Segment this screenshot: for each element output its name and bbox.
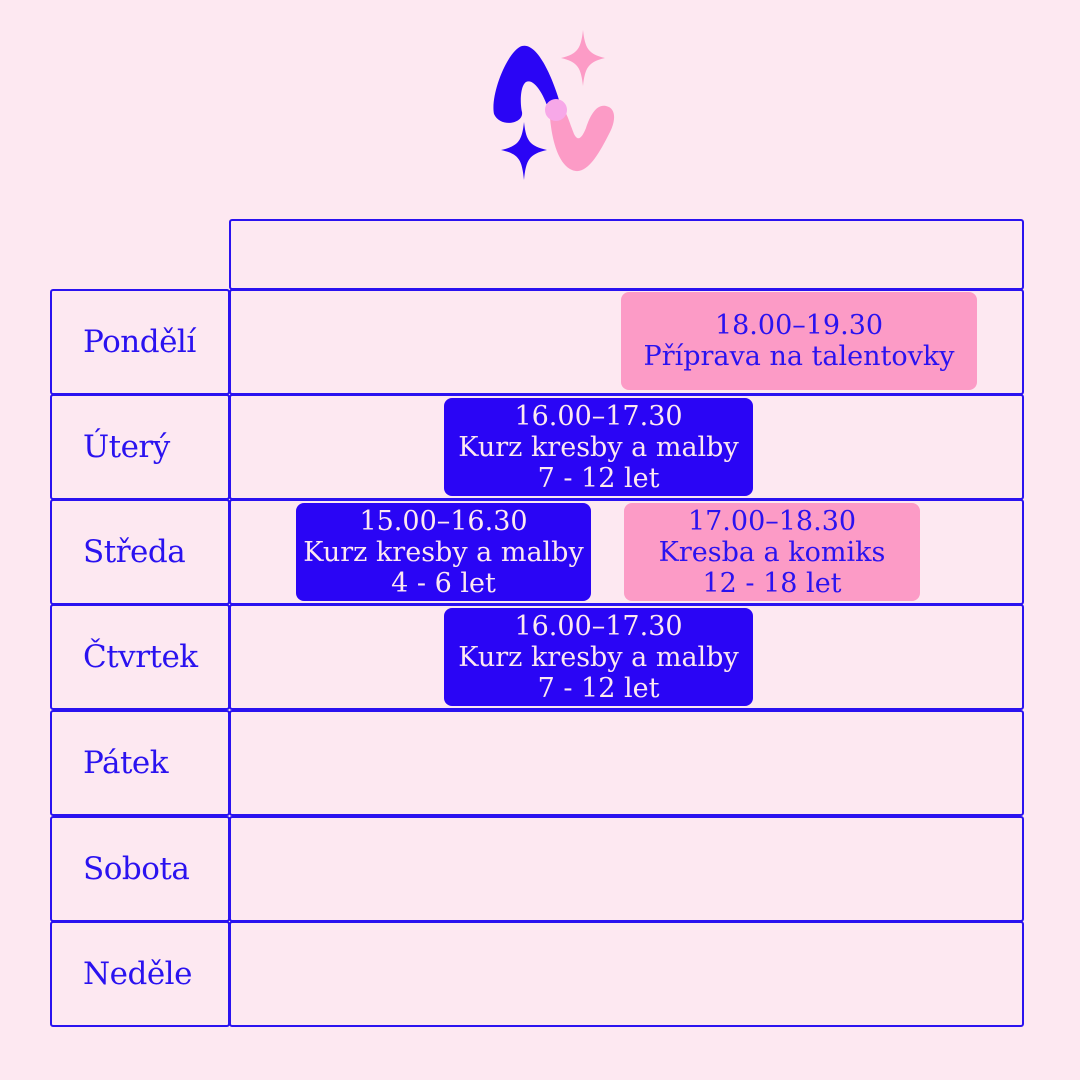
slot-row-patek xyxy=(229,710,1024,816)
event-title: Příprava na talentovky xyxy=(643,341,955,372)
event-time: 16.00–17.30 xyxy=(514,610,683,642)
event-age: 4 - 6 let xyxy=(391,567,496,599)
brand-logo-icon xyxy=(493,30,615,180)
event-ctvrtek-kurz[interactable]: 16.00–17.30 Kurz kresby a malby 7 - 12 l… xyxy=(444,608,753,706)
slot-row-ctvrtek xyxy=(229,604,1024,710)
event-streda-komiks[interactable]: 17.00–18.30 Kresba a komiks 12 - 18 let xyxy=(624,503,920,601)
event-time: 17.00–18.30 xyxy=(687,505,857,537)
event-time: 18.00–19.30 xyxy=(714,310,884,341)
event-time: 15.00–16.30 xyxy=(359,505,528,537)
schedule-header-cell xyxy=(229,219,1024,290)
event-age: 7 - 12 let xyxy=(537,462,660,494)
event-title: Kurz kresby a malby xyxy=(458,641,739,673)
event-age: 12 - 18 let xyxy=(702,567,842,599)
slot-row-sobota xyxy=(229,816,1024,922)
event-streda-kurz[interactable]: 15.00–16.30 Kurz kresby a malby 4 - 6 le… xyxy=(296,503,591,601)
event-pondeli-talentovky[interactable]: 18.00–19.30 Příprava na talentovky xyxy=(621,292,977,390)
day-label-streda: Středa xyxy=(50,499,230,605)
event-title: Kurz kresby a malby xyxy=(303,536,584,568)
event-title: Kresba a komiks xyxy=(658,536,886,568)
event-age: 7 - 12 let xyxy=(537,672,660,704)
day-label-ctvrtek: Čtvrtek xyxy=(50,604,230,710)
event-time: 16.00–17.30 xyxy=(514,400,683,432)
slot-row-nedele xyxy=(229,921,1024,1027)
event-utery-kurz[interactable]: 16.00–17.30 Kurz kresby a malby 7 - 12 l… xyxy=(444,398,753,496)
day-label-nedele: Neděle xyxy=(50,921,230,1027)
day-label-patek: Pátek xyxy=(50,710,230,816)
day-label-pondeli: Pondělí xyxy=(50,289,230,395)
event-title: Kurz kresby a malby xyxy=(458,431,739,463)
day-label-utery: Úterý xyxy=(50,394,230,500)
day-label-sobota: Sobota xyxy=(50,816,230,922)
